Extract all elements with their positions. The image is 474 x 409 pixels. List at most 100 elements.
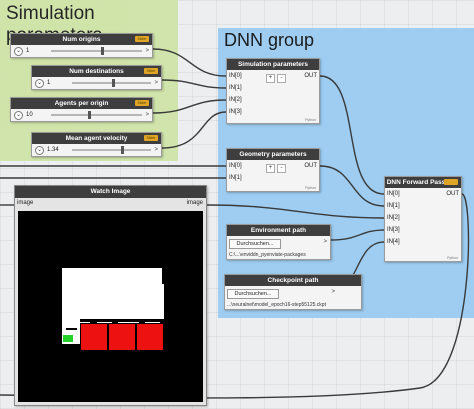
image-preview: [18, 211, 203, 402]
slider-thumb[interactable]: [87, 111, 91, 119]
slider-tag: Slider: [144, 68, 158, 74]
arrow-right-icon: >: [145, 112, 149, 118]
slider-title: Num origins: [62, 36, 101, 43]
browse-button[interactable]: Durchsuchen...: [229, 239, 281, 249]
node-footer: Python: [305, 186, 316, 190]
input-port[interactable]: IN[1]: [229, 175, 242, 181]
slider-value: 1.34: [47, 147, 59, 153]
wire-sim-dnn: [319, 75, 385, 195]
input-port[interactable]: IN[1]: [387, 203, 400, 209]
browse-button[interactable]: Durchsuchen...: [227, 289, 279, 299]
dnn-forward-pass-node[interactable]: DNN Forward Pass IN[0] IN[1] IN[2] IN[3]…: [384, 176, 462, 262]
geometry-parameters-node[interactable]: Geometry parameters IN[0] IN[1] +- OUT P…: [226, 148, 320, 192]
floorplan-wall: [112, 319, 118, 324]
output-port[interactable]: OUT: [304, 73, 317, 79]
node-tag: [444, 179, 458, 185]
chevron-down-icon[interactable]: ⌄: [35, 78, 44, 88]
floorplan-wall: [160, 319, 164, 324]
red-zone: [80, 323, 108, 351]
arrow-right-icon[interactable]: >: [323, 239, 327, 245]
node-title: Watch Image: [90, 188, 131, 195]
input-port[interactable]: IN[0]: [387, 191, 400, 197]
add-input-button[interactable]: +: [266, 74, 275, 83]
slider-track[interactable]: [72, 79, 152, 87]
checkpoint-path-node[interactable]: Checkpoint path Durchsuchen... > ...\neu…: [224, 274, 362, 310]
floorplan-wall: [62, 266, 164, 268]
slider-header: Agents per origin Slider: [11, 98, 152, 109]
floorplan-wall: [162, 266, 164, 284]
wire-slider3-sim: [161, 111, 227, 149]
green-zone: [63, 335, 73, 342]
wire-geo-dnn: [319, 165, 385, 207]
node-title: Environment path: [250, 227, 307, 234]
wire-watch-dnn: [206, 204, 385, 219]
slider-thumb[interactable]: [101, 47, 105, 55]
arrow-right-icon: >: [154, 80, 158, 86]
wire-slider1-sim: [161, 79, 227, 89]
slider-value: 1: [47, 80, 51, 86]
chevron-down-icon[interactable]: ⌄: [14, 110, 23, 120]
input-port[interactable]: IN[0]: [229, 163, 242, 169]
input-port[interactable]: IN[0]: [229, 73, 242, 79]
checkpoint-path-value: ...\neuralnet\model_epoch16-step55125.ck…: [227, 302, 326, 308]
simulation-parameters-node[interactable]: Simulation parameters IN[0] IN[1] IN[2] …: [226, 58, 320, 124]
slider-title: Mean agent velocity: [65, 135, 128, 142]
node-header: Watch Image: [15, 186, 206, 198]
chevron-down-icon[interactable]: ⌄: [14, 46, 23, 56]
wire-slider0-sim: [152, 48, 227, 77]
node-header: Environment path: [227, 225, 330, 236]
environment-path-value: C:\...\enviddn_pyenviate-packages: [229, 252, 306, 258]
node-footer: Python: [305, 118, 316, 122]
floorplan-wall: [66, 328, 77, 330]
slider-track[interactable]: [72, 146, 152, 154]
node-title: Geometry parameters: [239, 151, 307, 158]
chevron-down-icon[interactable]: ⌄: [35, 145, 44, 155]
node-title: Simulation parameters: [237, 61, 309, 68]
input-port[interactable]: image: [17, 200, 34, 206]
watch-image-node[interactable]: Watch Image image image: [14, 185, 207, 406]
input-port[interactable]: IN[4]: [387, 239, 400, 245]
red-zone: [108, 323, 136, 351]
slider-tag: Slider: [144, 135, 158, 141]
input-port[interactable]: IN[1]: [229, 85, 242, 91]
input-port[interactable]: IN[3]: [387, 227, 400, 233]
slider-value: 1: [26, 48, 30, 54]
output-port[interactable]: OUT: [446, 191, 459, 197]
node-header: Checkpoint path: [225, 275, 361, 286]
slider-agents-per-origin[interactable]: Agents per origin Slider ⌄ 10 >: [10, 97, 153, 122]
arrow-right-icon[interactable]: >: [331, 289, 335, 295]
arrow-right-icon: >: [145, 48, 149, 54]
node-title: DNN Forward Pass: [386, 179, 446, 186]
arrow-right-icon: >: [154, 147, 158, 153]
red-zone: [136, 323, 164, 351]
wire-env-dnn: [330, 229, 385, 241]
output-port[interactable]: OUT: [304, 163, 317, 169]
slider-header: Mean agent velocity Slider: [32, 133, 161, 144]
environment-path-node[interactable]: Environment path Durchsuchen... > C:\...…: [226, 224, 331, 260]
input-port[interactable]: IN[2]: [387, 215, 400, 221]
slider-value: 10: [26, 112, 33, 118]
input-port[interactable]: IN[3]: [229, 109, 242, 115]
slider-thumb[interactable]: [121, 146, 125, 154]
remove-input-button[interactable]: -: [277, 74, 286, 83]
node-title: Checkpoint path: [267, 277, 319, 284]
slider-track[interactable]: [51, 111, 143, 119]
slider-title: Agents per origin: [54, 100, 109, 107]
output-port[interactable]: image: [186, 200, 203, 206]
node-header: Simulation parameters: [227, 59, 319, 70]
floorplan-wall: [139, 319, 145, 324]
add-input-button[interactable]: +: [266, 164, 275, 173]
floorplan-wall: [90, 319, 97, 324]
remove-input-button[interactable]: -: [277, 164, 286, 173]
slider-track[interactable]: [51, 47, 143, 55]
slider-thumb[interactable]: [111, 79, 115, 87]
slider-title: Num destinations: [69, 68, 124, 75]
node-header: DNN Forward Pass: [385, 177, 461, 188]
slider-num-destinations[interactable]: Num destinations Slider ⌄ 1 >: [31, 65, 162, 90]
slider-mean-agent-velocity[interactable]: Mean agent velocity Slider ⌄ 1.34 >: [31, 132, 162, 157]
slider-tag: Slider: [135, 100, 149, 106]
input-port[interactable]: IN[2]: [229, 97, 242, 103]
